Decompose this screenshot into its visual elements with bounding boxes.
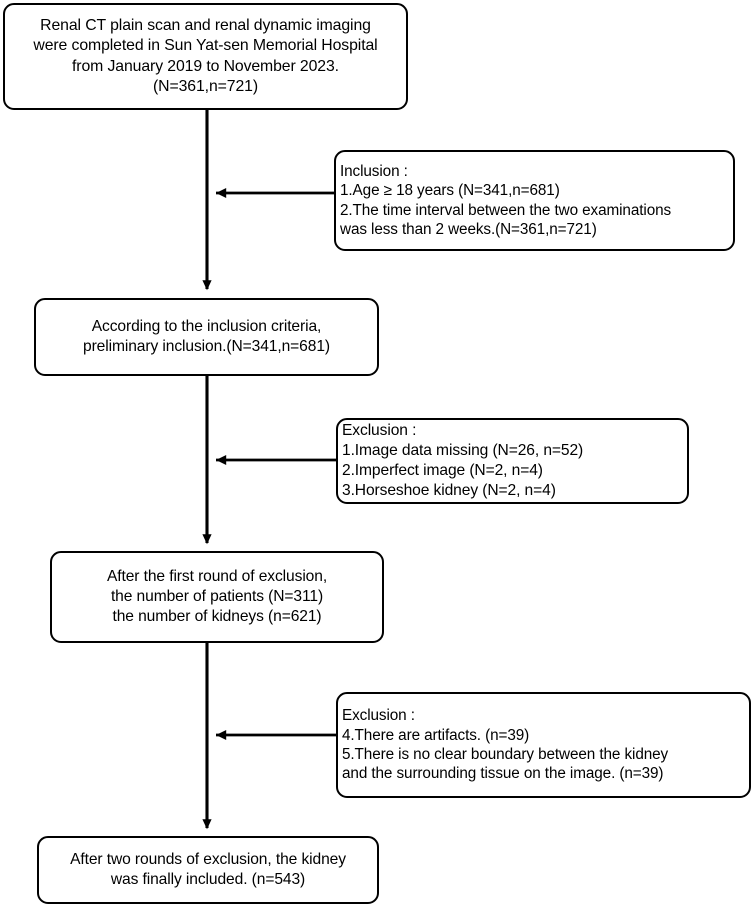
data-source-line-2: were completed in Sun Yat-sen Memorial H… xyxy=(33,37,378,55)
after-first-patients: the number of patients (N=311) xyxy=(110,588,324,606)
exclusion-two-heading: Exclusion : xyxy=(342,707,415,725)
preliminary-inclusion-box: According to the inclusion criteria, pre… xyxy=(34,298,379,376)
after-first-round-box: After the first round of exclusion, the … xyxy=(50,551,384,643)
inclusion-criteria-box: Inclusion : 1.Age ≥ 18 years (N=341,n=68… xyxy=(334,150,735,251)
inclusion-heading: Inclusion : xyxy=(340,162,408,180)
after-first-line-1: After the first round of exclusion, xyxy=(106,568,328,586)
exclusion-one-item-1: 1.Image data missing (N=26, n=52) xyxy=(342,442,584,460)
inclusion-item-2-cont: was less than 2 weeks.(N=361,n=721) xyxy=(340,220,597,238)
after-first-kidneys: the number of kidneys (n=621) xyxy=(112,607,322,625)
data-source-box: Renal CT plain scan and renal dynamic im… xyxy=(3,3,408,110)
exclusion-one-item-2: 2.Imperfect image (N=2, n=4) xyxy=(342,462,543,479)
final-line-1: After two rounds of exclusion, the kidne… xyxy=(70,851,346,869)
data-source-line-1: Renal CT plain scan and renal dynamic im… xyxy=(40,17,371,35)
exclusion-one-item-3: 3.Horseshoe kidney (N=2, n=4) xyxy=(342,481,556,499)
final-included-box: After two rounds of exclusion, the kidne… xyxy=(37,836,379,904)
preliminary-line-2: preliminary inclusion.(N=341,n=681) xyxy=(83,338,330,355)
final-line-2: was finally included. (n=543) xyxy=(110,871,306,888)
exclusion-two-item-5-cont: and the surrounding tissue on the image.… xyxy=(342,765,664,783)
preliminary-line-1: According to the inclusion criteria, xyxy=(91,318,322,336)
second-exclusion-criteria-box: Exclusion : 4.There are artifacts. (n=39… xyxy=(336,692,751,798)
exclusion-two-item-4: 4.There are artifacts. (n=39) xyxy=(342,726,530,744)
exclusion-two-item-5: 5.There is no clear boundary between the… xyxy=(342,746,669,763)
data-source-line-3: from January 2019 to November 2023. xyxy=(72,57,339,75)
inclusion-item-1: 1.Age ≥ 18 years (N=341,n=681) xyxy=(340,182,560,200)
inclusion-item-2: 2.The time interval between the two exam… xyxy=(340,201,672,219)
data-source-count: (N=361,n=721) xyxy=(153,77,258,95)
exclusion-one-heading: Exclusion : xyxy=(342,422,417,440)
first-exclusion-criteria-box: Exclusion : 1.Image data missing (N=26, … xyxy=(336,418,689,504)
